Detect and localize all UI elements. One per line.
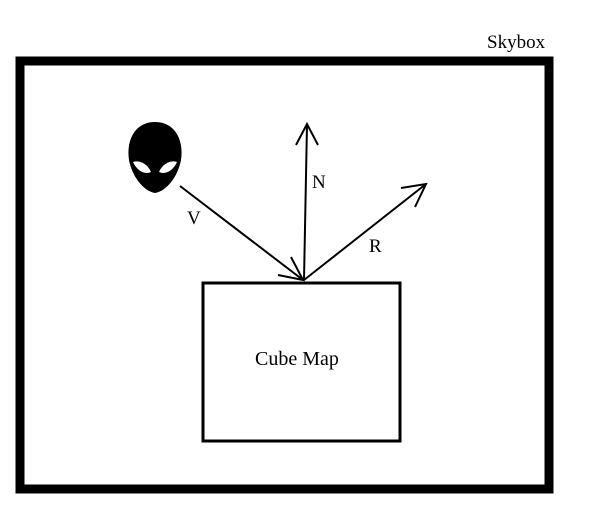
skybox-label: Skybox xyxy=(487,32,546,53)
cube-map-label: Cube Map xyxy=(255,348,339,370)
skybox-frame xyxy=(15,56,554,494)
view-vector-label: V xyxy=(187,208,201,229)
reflection-vector xyxy=(303,182,428,281)
view-vector xyxy=(179,185,305,282)
reflection-vector-label: R xyxy=(369,236,382,257)
alien-head-icon xyxy=(128,122,182,193)
cube-map-box xyxy=(201,281,402,443)
normal-vector xyxy=(295,121,319,281)
normal-vector-label: N xyxy=(312,172,326,193)
